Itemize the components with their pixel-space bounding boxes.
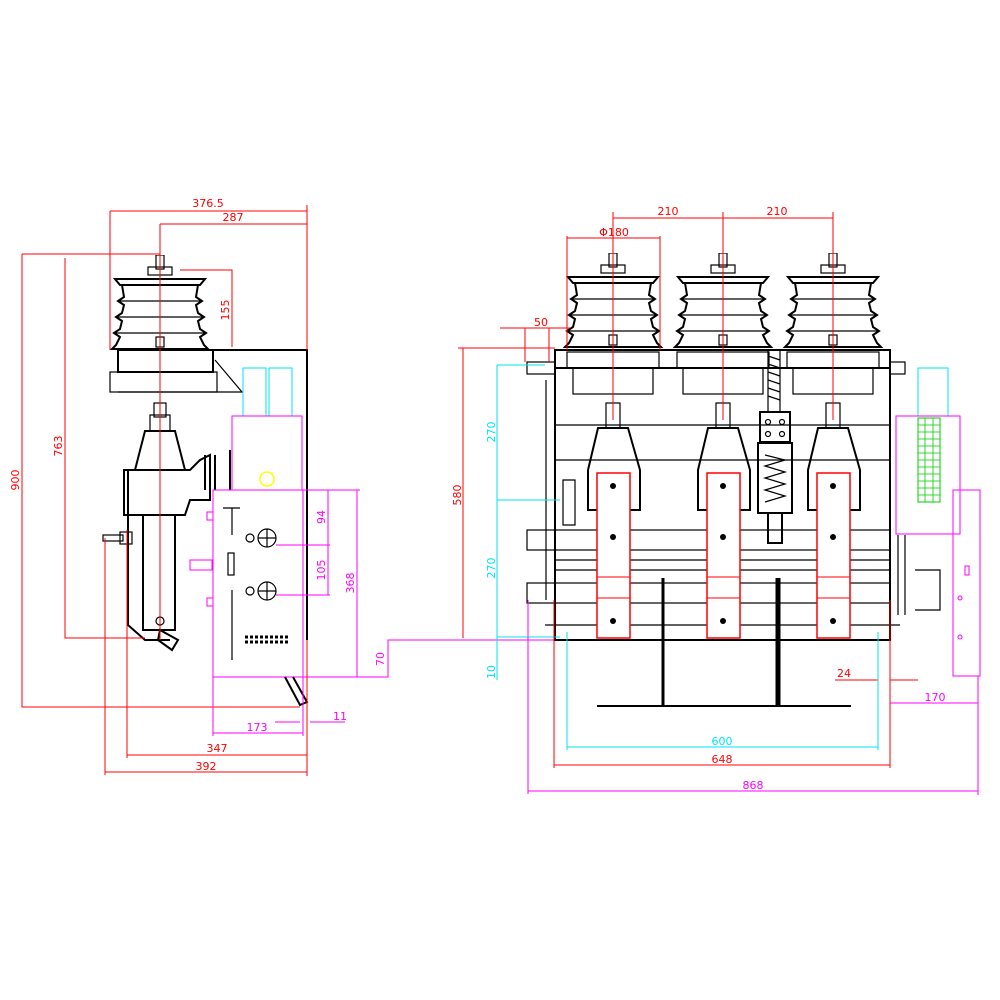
dim-270-lower: 270 xyxy=(485,558,498,579)
terminal-block-grid xyxy=(917,417,941,503)
dim-173: 173 xyxy=(247,721,268,734)
front-mechanism xyxy=(895,367,981,677)
side-frame-brackets xyxy=(231,367,303,491)
pole-b xyxy=(697,402,751,639)
dim-868: 868 xyxy=(743,779,764,792)
dim-763: 763 xyxy=(52,436,65,457)
dim-155: 155 xyxy=(219,300,232,321)
dim-376-5: 376.5 xyxy=(192,197,224,210)
dim-368: 368 xyxy=(344,573,357,594)
side-bushing-insulator xyxy=(109,255,308,640)
operating-spring-rod xyxy=(757,349,793,544)
dim-24: 24 xyxy=(837,667,851,680)
dim-600: 600 xyxy=(712,735,733,748)
pole-c xyxy=(807,402,861,639)
dim-11: 11 xyxy=(333,710,347,723)
side-vacuum-interrupter xyxy=(102,402,231,652)
dim-392: 392 xyxy=(196,760,217,773)
dim-210-b: 210 xyxy=(767,205,788,218)
dim-diameter-180: Φ180 xyxy=(599,226,629,239)
dim-347: 347 xyxy=(207,742,228,755)
dim-580: 580 xyxy=(451,485,464,506)
side-view: 376.5 287 900 763 155 94 105 368 70 173 … xyxy=(9,197,556,776)
dim-10: 10 xyxy=(485,665,498,679)
dim-170: 170 xyxy=(925,691,946,704)
dim-70: 70 xyxy=(374,652,387,666)
front-dimensions: 210 210 Φ180 50 580 270 270 10 24 170 60… xyxy=(451,205,979,795)
dim-648: 648 xyxy=(712,753,733,766)
spring-icon xyxy=(562,479,576,526)
dim-287: 287 xyxy=(223,211,244,224)
dim-270-upper: 270 xyxy=(485,422,498,443)
dim-210-a: 210 xyxy=(658,205,679,218)
dim-50: 50 xyxy=(534,316,548,329)
dim-94: 94 xyxy=(315,510,328,524)
front-interrupter-poles xyxy=(587,349,861,639)
dim-900: 900 xyxy=(9,470,22,491)
side-operating-panel xyxy=(189,489,309,707)
side-dimensions: 376.5 287 900 763 155 94 105 368 70 173 … xyxy=(9,197,556,776)
dim-105: 105 xyxy=(315,560,328,581)
indicator-lamp-icon xyxy=(259,471,275,487)
front-view: 210 210 Φ180 50 580 270 270 10 24 170 60… xyxy=(451,205,981,795)
